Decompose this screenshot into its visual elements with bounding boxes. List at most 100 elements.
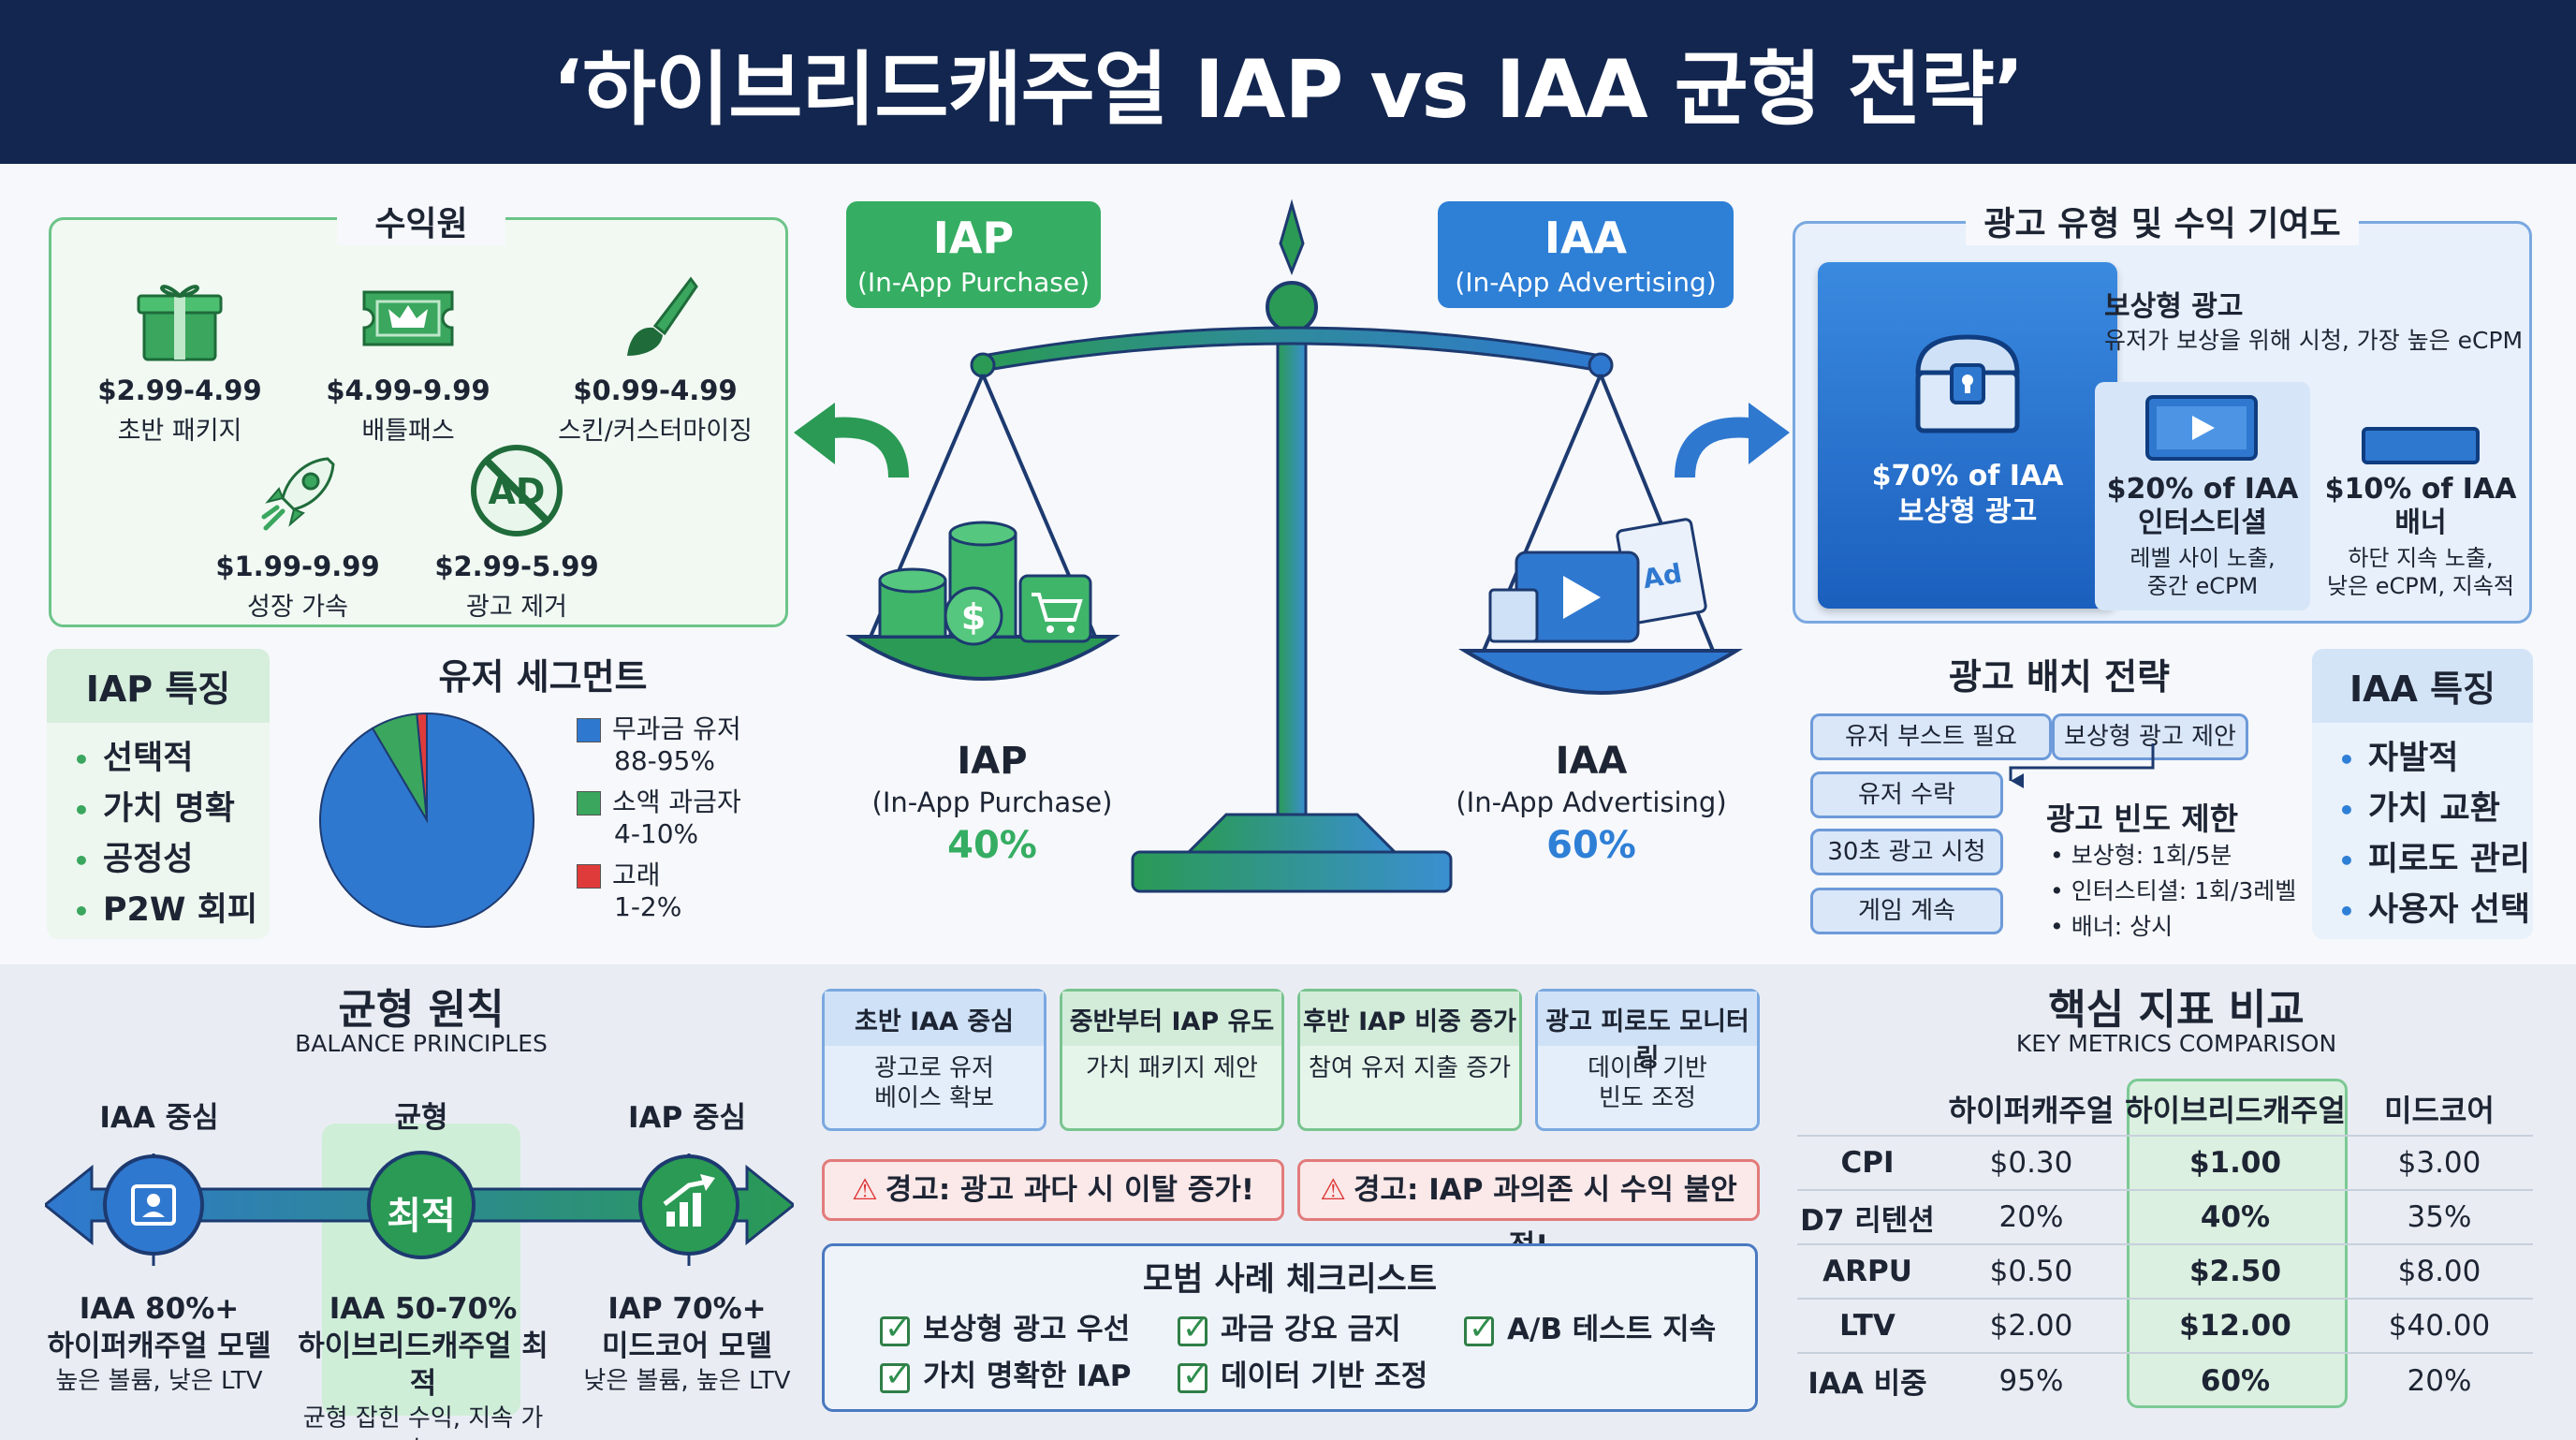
metrics-cell: 35% [2346, 1189, 2533, 1244]
freq-item: 인터스티셜: 1회/3레벨 [2071, 877, 2297, 904]
iaa-features-title: IAA 특징 [2312, 649, 2533, 723]
metrics-col-header: 하이브리드캐주얼 [2125, 1092, 2346, 1128]
balance-mid-c: 균형 잡힌 수익, 지속 가능 [302, 1404, 544, 1440]
warning-banner: ⚠경고: IAP 과의존 시 수익 불안정! [1297, 1159, 1760, 1263]
balance-left-desc: IAA 80%+ 하이퍼캐주얼 모델 높은 볼륨, 낮은 LTV [37, 1290, 281, 1397]
revenue-price: $2.99-5.99 [434, 551, 599, 582]
revenue-title: 수익원 [337, 197, 505, 245]
phase-head: 중반부터 IAP 유도 [1062, 992, 1281, 1046]
metrics-cell: $12.00 [2125, 1298, 2346, 1353]
iaa-tag: IAA (In-App Advertising) [1438, 201, 1734, 308]
interstitial-desc1: 레벨 사이 노출, [2130, 545, 2276, 571]
checklist-item-label: 데이터 기반 조정 [1221, 1359, 1428, 1393]
checklist-item: A/B 테스트 지속 [1464, 1305, 1716, 1347]
balance-right-label: IAP 중심 [627, 1101, 747, 1135]
metrics-col-header: 미드코어 [2384, 1092, 2495, 1128]
rewarded-name: 보상형 광고 [1897, 495, 2038, 528]
phase-card: 초반 IAA 중심 광고로 유저 베이스 확보 [822, 989, 1046, 1131]
gift-icon [137, 285, 223, 361]
metrics-cell: 95% [1938, 1352, 2125, 1407]
iaa-share-name: IAA [1555, 740, 1628, 783]
metrics-subtitle: KEY METRICS COMPARISON [2015, 1030, 2337, 1057]
metrics-cell: $40.00 [2346, 1298, 2533, 1353]
metrics-cell: $2.50 [2125, 1243, 2346, 1299]
iap-tag: IAP (In-App Purchase) [846, 201, 1101, 308]
legend-swatch [577, 864, 601, 889]
iap-tag-title: IAP [932, 213, 1015, 263]
balance-left-b: 하이퍼캐주얼 모델 [47, 1330, 271, 1363]
checkbox-checked-icon [1464, 1310, 1496, 1347]
paintbrush-icon [627, 276, 698, 356]
balance-scale-illustration: $ Ad [794, 198, 1790, 893]
revenue-item: $2.99-4.99 초반 패키지 [67, 272, 292, 447]
revenue-price: $2.99-4.99 [97, 375, 262, 406]
metrics-cell: $1.00 [2125, 1135, 2346, 1190]
freq-list: • 보상형: 1회/5분 • 인터스티셜: 1회/3레벨 • 배너: 상시 [2050, 842, 2297, 940]
revenue-item: $0.99-4.99 스킨/커스터마이징 [543, 272, 768, 447]
checklist-panel [822, 1243, 1758, 1412]
phase-body: 빈도 조정 [1599, 1084, 1696, 1112]
metrics-cell: $0.50 [1938, 1243, 2125, 1299]
checklist-item-label: A/B 테스트 지속 [1507, 1313, 1717, 1346]
revenue-item: $1.99-9.99 성장 가속 [185, 448, 410, 623]
balance-right-desc: IAP 70%+ 미드코어 모델 낮은 볼륨, 높은 LTV [565, 1290, 809, 1397]
rewarded-share: $70% of IAA [1871, 460, 2064, 492]
header-bar: ‘하이브리드캐주얼 IAP vs IAA 균형 전략’ [0, 0, 2576, 164]
balance-mid-b: 하이브리드캐주얼 최적 [298, 1330, 549, 1401]
phase-head: 후반 IAP 비중 증가 [1300, 992, 1519, 1046]
iaa-share-pct: 60% [1546, 824, 1636, 867]
shopping-cart-icon [1018, 574, 1092, 643]
iap-share-sub: (In-App Purchase) [871, 786, 1113, 818]
revenue-price: $1.99-9.99 [215, 551, 380, 582]
growth-chart-icon [663, 1174, 715, 1227]
legend-item: 무과금 유저 88-95% [577, 713, 741, 777]
pie-slice-1 [319, 712, 534, 928]
banner-desc1: 하단 지속 노출, [2348, 545, 2494, 571]
phase-card: 중반부터 IAP 유도 가치 패키지 제안 [1060, 989, 1284, 1131]
balance-mid-badge: 최적 [387, 1195, 456, 1238]
balance-mid-a: IAA 50-70% [329, 1292, 518, 1326]
balance-title: 균형 원칙 [338, 986, 505, 1034]
iap-share-name: IAP [957, 740, 1028, 783]
ad-types-title: 광고 유형 및 수익 기여도 [1966, 197, 2359, 245]
metrics-table: 하이퍼캐주얼 하이브리드캐주얼 미드코어 CPI $0.30 $1.00 $3.… [1797, 1081, 2533, 1407]
warning-text: 경고: 광고 과다 시 이탈 증가! [885, 1173, 1254, 1207]
legend-range: 4-10% [614, 818, 699, 849]
iap-features-title: IAP 특징 [47, 649, 270, 723]
phase-head: 광고 피로도 모니터링 [1538, 992, 1757, 1073]
balance-right-b: 미드코어 모델 [602, 1330, 772, 1363]
phase-body: 베이스 확보 [874, 1084, 994, 1112]
freq-title: 광고 빈도 제한 [2046, 801, 2239, 837]
freq-item: 보상형: 1회/5분 [2071, 842, 2232, 869]
metrics-col-header: 하이퍼캐주얼 [1948, 1092, 2115, 1128]
rocket-icon [261, 457, 335, 531]
banner-icon [2362, 427, 2480, 464]
iaa-feature-item: 사용자 선택 [2338, 886, 2533, 936]
segments-title: 유저 세그먼트 [438, 656, 648, 698]
legend-name: 고래 [612, 860, 661, 890]
iaa-share-label: IAA (In-App Advertising) 60% [1442, 740, 1741, 867]
revenue-panel [49, 217, 788, 627]
phase-body: 참여 유저 지출 증가 [1308, 1054, 1512, 1082]
checklist-item: 가치 명확한 IAP [880, 1352, 1131, 1394]
banner-desc2: 낮은 eCPM, 지속적 [2327, 573, 2514, 599]
flow-step: 게임 계속 [1810, 888, 2003, 934]
rewarded-desc: 유저가 보상을 위해 시청, 가장 높은 eCPM [2104, 327, 2524, 354]
iap-share-label: IAP (In-App Purchase) 40% [842, 740, 1142, 867]
legend-swatch [577, 791, 601, 816]
coin-stack-icon [878, 521, 1017, 639]
metrics-title: 핵심 지표 비교 [2048, 986, 2305, 1034]
checklist-item: 데이터 기반 조정 [1178, 1352, 1427, 1394]
revenue-label: 초반 패키지 [117, 417, 242, 446]
checkbox-checked-icon [1178, 1357, 1209, 1394]
placement-title: 광고 배치 전략 [1948, 656, 2171, 698]
revenue-item: $4.99-9.99 배틀패스 [296, 272, 520, 447]
left-pan [845, 635, 1120, 681]
balance-left-a: IAA 80%+ [79, 1292, 240, 1326]
metrics-row-label: IAA 비중 [1797, 1352, 1938, 1407]
revenue-label: 배틀패스 [361, 417, 455, 446]
segments-legend: 무과금 유저 88-95% 소액 과금자 4-10% 고래 1-2% [577, 713, 741, 923]
legend-range: 88-95% [614, 745, 715, 776]
phase-card: 광고 피로도 모니터링 데이터 기반 빈도 조정 [1535, 989, 1760, 1131]
phase-body: 가치 패키지 제안 [1086, 1054, 1258, 1082]
